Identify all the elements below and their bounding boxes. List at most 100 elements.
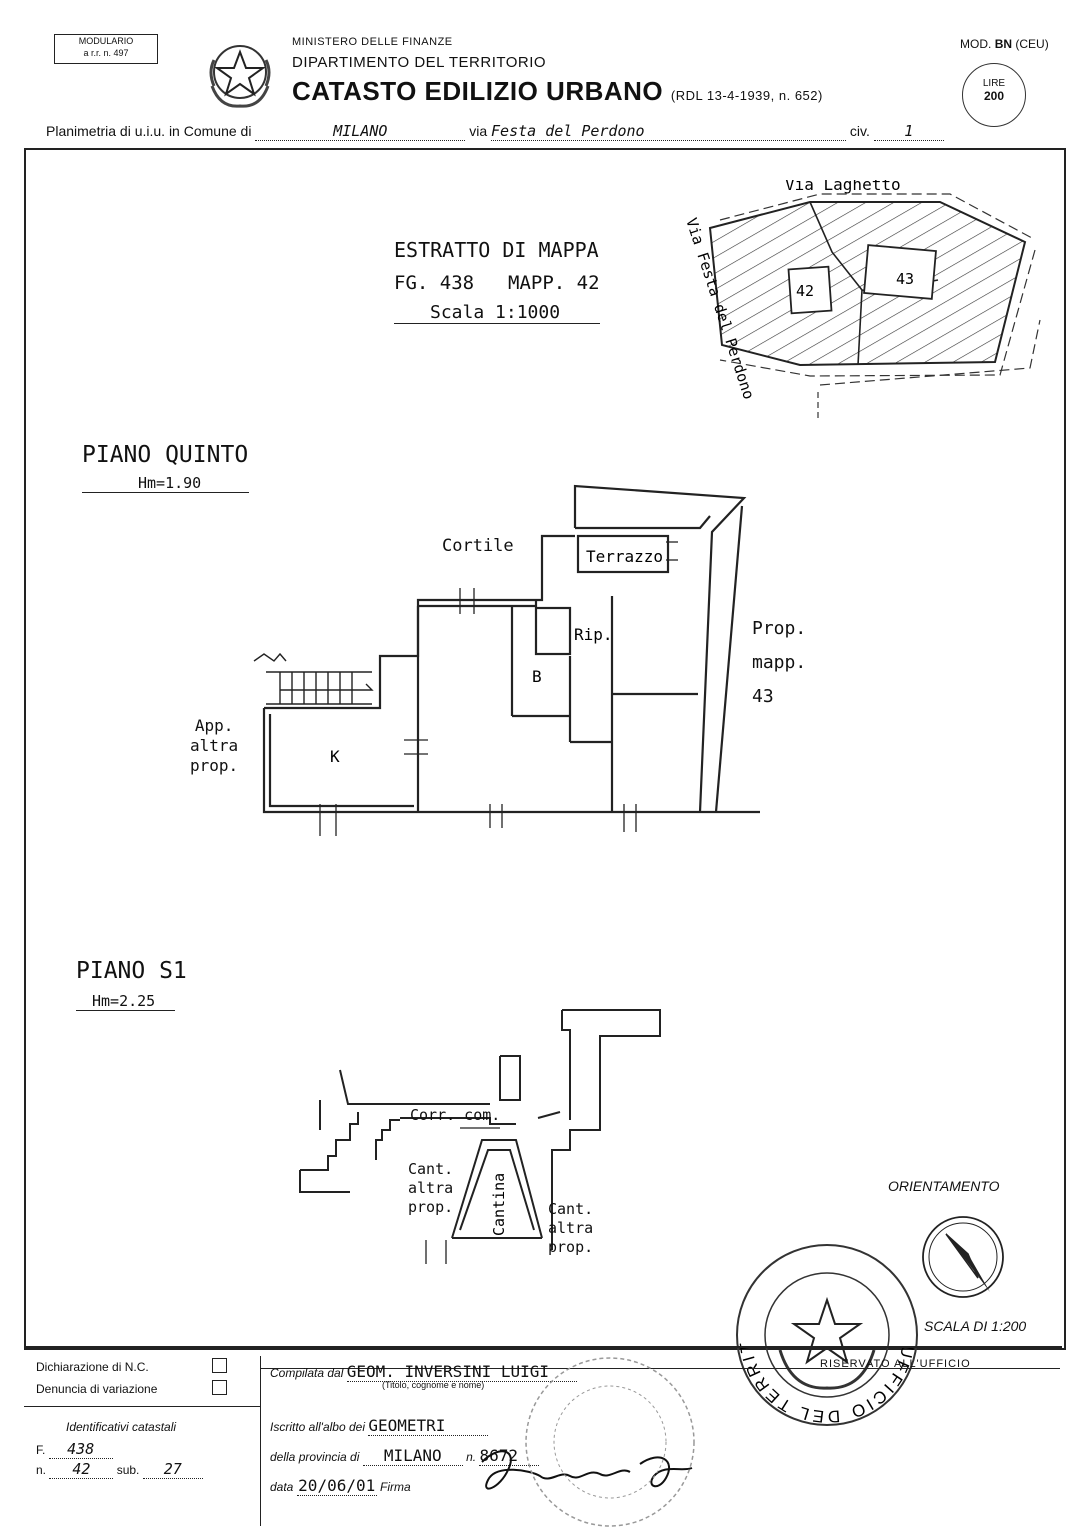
- orientamento-label: ORIENTAMENTO: [888, 1178, 1000, 1194]
- mod-code-value: BN: [994, 37, 1013, 51]
- provincia-value: MILANO: [362, 1446, 463, 1466]
- foglio-value: 438: [48, 1440, 113, 1459]
- firma-label: Firma: [380, 1480, 411, 1494]
- scala-label: SCALA DI 1:200: [924, 1318, 1027, 1334]
- identificativi-label: Identificativi catastali: [66, 1420, 177, 1434]
- catasto-main: CATASTO EDILIZIO URBANO: [292, 76, 664, 106]
- street-laghetto: Via Laghetto: [785, 180, 901, 194]
- estratto-scala: Scala 1:1000: [394, 302, 601, 324]
- catasto-title: CATASTO EDILIZIO URBANO (RDL 13-4-1939, …: [292, 76, 823, 107]
- den-var-row: Denuncia di variazione: [36, 1382, 157, 1396]
- estratto-fg: FG. 438: [394, 272, 475, 294]
- civ-label: civ.: [849, 123, 870, 139]
- civ-value: 1: [873, 122, 944, 141]
- estratto-title: ESTRATTO DI MAPPA: [394, 238, 599, 262]
- prop-line1: Prop.: [752, 618, 807, 639]
- label-cant-right: Cant. altra prop.: [548, 1200, 593, 1257]
- numero-value: 42: [49, 1460, 114, 1479]
- modulario-line1: MODULARIO: [78, 36, 134, 46]
- dich-nc-row: Dichiarazione di N.C.: [36, 1360, 149, 1374]
- piano-s1-hm-text: Hm=2.25: [92, 992, 156, 1010]
- foglio-label: F.: [36, 1443, 46, 1457]
- provincia-label: della provincia di: [270, 1450, 360, 1464]
- footer-divider: [260, 1356, 261, 1526]
- foglio-row: F. 438: [36, 1440, 113, 1459]
- room-b: B: [532, 667, 542, 686]
- data-label: data: [270, 1480, 294, 1494]
- footer: [24, 1346, 1062, 1528]
- provincia-row: della provincia di MILANO n. 8672: [270, 1446, 540, 1466]
- ministry-name: MINISTERO DELLE FINANZE: [292, 36, 453, 48]
- comune-value: MILANO: [255, 122, 466, 141]
- piano-s1-hm: Hm=2.25: [76, 992, 176, 1011]
- cant-left-line1: Cant.: [408, 1160, 454, 1178]
- room-terrazzo: Terrazzo: [586, 547, 663, 566]
- titolo-note: (Titolo, cognome e nome): [382, 1380, 485, 1390]
- modulario-line2: a r.r. n. 497: [83, 48, 129, 58]
- signature: [481, 1450, 693, 1490]
- data-value: 20/06/01: [296, 1476, 377, 1496]
- compilata-value: GEOM. INVERSINI LUIGI: [346, 1362, 577, 1382]
- lire-value: 200: [983, 89, 1005, 103]
- piano-quinto-hm-text: Hm=1.90: [138, 474, 202, 492]
- den-var-checkbox[interactable]: [212, 1380, 227, 1395]
- label-corr-com: Corr. com.: [410, 1106, 501, 1124]
- modulario-box: MODULARIO a r.r. n. 497: [54, 34, 158, 64]
- piano-s1-title: PIANO S1: [76, 958, 187, 984]
- label-cortile: Cortile: [442, 536, 514, 556]
- prop-line3: 43: [752, 686, 774, 707]
- app-line2: altra: [190, 736, 239, 755]
- floor-plan-s1: Cantina: [299, 1009, 661, 1264]
- cant-right-line2: altra: [548, 1219, 594, 1237]
- label-prop-mapp-43: Prop. mapp. 43: [752, 612, 806, 714]
- floor-plan-quinto: Terrazzo Rip. B K: [253, 484, 760, 836]
- lire-label: LIRE: [982, 78, 1006, 89]
- room-k: K: [330, 747, 340, 766]
- dich-nc-label: Dichiarazione di N.C.: [36, 1360, 149, 1374]
- footer-left-divider: [24, 1406, 260, 1407]
- stamp-collegio: [525, 1357, 695, 1527]
- data-row: data 20/06/01 Firma: [270, 1476, 411, 1496]
- rdl-reference: (RDL 13-4-1939, n. 652): [670, 88, 823, 103]
- app-line3: prop.: [190, 756, 239, 775]
- cant-left-line2: altra: [408, 1179, 454, 1197]
- mod-prefix: MOD.: [960, 37, 992, 51]
- estratto-map: 42 43 Via Laghetto Via Festa del Perdono: [682, 180, 1041, 420]
- cant-right-line3: prop.: [548, 1238, 594, 1256]
- lire-stamp: LIRE 200: [962, 63, 1026, 127]
- mod-suffix: (CEU): [1015, 37, 1049, 51]
- prop-line2: mapp.: [752, 652, 807, 673]
- sub-label: sub.: [116, 1463, 140, 1477]
- compilata-label: Compilata dal: [270, 1366, 344, 1380]
- department-name: DIPARTIMENTO DEL TERRITORIO: [292, 54, 547, 71]
- numero-row: n. 42 sub. 27: [36, 1460, 203, 1479]
- estratto-scala-text: Scala 1:1000: [430, 302, 561, 323]
- via-value: Festa del Perdono: [491, 122, 847, 141]
- piano-quinto-hm: Hm=1.90: [82, 474, 250, 493]
- sub-value: 27: [142, 1460, 203, 1479]
- num-label: n.: [466, 1450, 477, 1464]
- app-line1: App.: [194, 716, 234, 735]
- iscritto-row: Iscritto all'albo dei GEOMETRI: [270, 1416, 489, 1436]
- footer-top-line: [260, 1368, 1060, 1369]
- iscritto-value: GEOMETRI: [368, 1416, 489, 1436]
- compass-icon: [922, 1216, 1004, 1298]
- emblem-icon: [209, 45, 271, 108]
- location-row: Planimetria di u.i.u. in Comune di MILAN…: [46, 122, 944, 141]
- label-app-altra-prop: App. altra prop.: [190, 716, 238, 776]
- room-cantina: Cantina: [490, 1173, 508, 1236]
- cant-left-line3: prop.: [408, 1198, 454, 1216]
- piano-quinto-title: PIANO QUINTO: [82, 442, 249, 468]
- planimetria-label: Planimetria di u.i.u. in Comune di: [46, 123, 252, 139]
- den-var-label: Denuncia di variazione: [36, 1382, 158, 1396]
- drawing-frame: [24, 148, 1066, 1350]
- dich-nc-checkbox[interactable]: [212, 1358, 227, 1373]
- label-cant-left: Cant. altra prop.: [408, 1160, 453, 1217]
- compilata-row: Compilata dal GEOM. INVERSINI LUIGI: [270, 1362, 577, 1382]
- parcel-42-label: 42: [796, 282, 814, 300]
- estratto-mapp: MAPP. 42: [508, 272, 600, 294]
- cant-right-line1: Cant.: [548, 1200, 594, 1218]
- parcel-43-label: 43: [896, 270, 914, 288]
- iscritto-label: Iscritto all'albo dei: [270, 1420, 366, 1434]
- stamp-ufficio: UFFICIO DEL TERRITORIO DI MILANO: [732, 1240, 918, 1426]
